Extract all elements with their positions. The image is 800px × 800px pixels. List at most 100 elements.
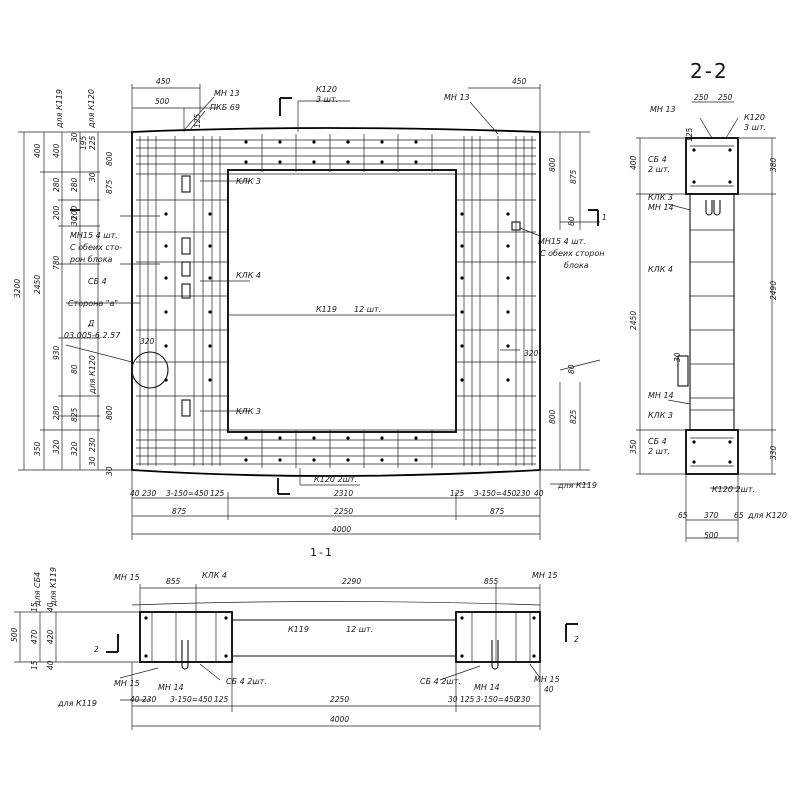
dim-320-b: 320 xyxy=(70,441,79,456)
label-mn15-4sht-right: МН15 4 шт. xyxy=(538,237,586,246)
s22-dim-100: 30 xyxy=(673,352,682,362)
cut-marker-2 xyxy=(106,623,578,653)
section-2-2 xyxy=(636,101,776,542)
dim-200-a: 200 xyxy=(52,205,61,220)
s11-dim-420: 420 xyxy=(46,629,55,644)
dim-top-125: 125 xyxy=(193,113,202,128)
section-1-1-left-block xyxy=(139,611,233,663)
section-2-2-bottom-block xyxy=(685,429,739,475)
s11-label-cut-2-right: 2 xyxy=(574,635,579,644)
dim-bottom-3150-right: 3-150=450 xyxy=(474,489,517,498)
s11-dim-40-b: 40 xyxy=(544,685,554,694)
label-dlya-k119-vertical: для К119 xyxy=(55,89,64,129)
dim-875-right: 875 xyxy=(569,169,578,184)
bar-dots xyxy=(164,140,510,462)
s11-label-mn15-bottom-right: МН 15 xyxy=(534,675,560,684)
s22-dim-2490: 2490 xyxy=(769,281,778,300)
s11-label-dlya-k119-vert: для К119 xyxy=(49,567,58,607)
dim-350-a: 350 xyxy=(33,441,42,456)
dim-bottom-230-right: 230 xyxy=(516,489,531,498)
s22-dim-125: 125 xyxy=(685,127,694,142)
label-detail-ref: 03.005-6.2.57 xyxy=(64,331,121,340)
label-klk3-bottom: КЛК 3 xyxy=(236,407,261,416)
s22-dim-380: 380 xyxy=(769,157,778,172)
dim-bottom-125-right: 125 xyxy=(450,489,465,498)
top-dimension-lines xyxy=(131,84,541,132)
s22-label-2sht-bottom: 2 шт. xyxy=(648,447,670,456)
s22-label-mn13: МН 13 xyxy=(650,105,676,114)
s11-dim-230-b: 230 xyxy=(516,695,531,704)
s11-label-mn15-top-right: МН 15 xyxy=(532,571,558,580)
s22-label-dlya-k120: для К120 xyxy=(747,511,787,520)
s11-dim-15-bottom: 15 xyxy=(30,660,39,670)
dim-400-b: 400 xyxy=(52,143,61,158)
dim-280-c: 280 xyxy=(52,405,61,420)
label-k119-main: К119 xyxy=(316,305,337,314)
s11-dim-4000: 4000 xyxy=(330,715,349,724)
leader-lines xyxy=(65,96,601,486)
s11-dim-40-a: 40 xyxy=(130,695,140,704)
dim-3200: 3200 xyxy=(13,279,22,298)
label-dlya-k120-vertical: для К120 xyxy=(87,89,96,129)
s11-label-klk4: КЛК 4 xyxy=(202,571,227,580)
s11-label-sb4-2sht-right: СБ 4 2шт. xyxy=(420,677,461,686)
s11-dim-500: 500 xyxy=(10,627,19,642)
dim-780: 780 xyxy=(52,255,61,270)
section-1-1-dots xyxy=(144,616,536,658)
s11-label-sb4-2sht-left: СБ 4 2шт. xyxy=(226,677,267,686)
dim-280-a: 280 xyxy=(52,177,61,192)
s22-dim-400: 400 xyxy=(629,155,638,170)
label-k120-2sht-main: К120 2шт. xyxy=(314,475,357,484)
dim-800-right: 800 xyxy=(548,157,557,172)
s11-dim-125-a: 125 xyxy=(214,695,229,704)
label-obeih-storon-right-1: С обеих сторон xyxy=(540,249,605,258)
s22-label-k120: К120 xyxy=(744,113,765,122)
s11-label-mn15-bottom-left: МН 15 xyxy=(114,679,140,688)
left-dimension-lines xyxy=(18,131,132,471)
section-1-1 xyxy=(14,584,578,730)
left-band-bars xyxy=(139,136,221,466)
dim-80-left: 80 xyxy=(70,364,79,374)
dim-bottom-875-right: 875 xyxy=(490,507,505,516)
label-k120-top: К120 xyxy=(316,85,337,94)
s11-dim-40-top: 40 xyxy=(46,602,55,612)
s11-label-k119: К119 xyxy=(288,625,309,634)
label-obeih-storon-right-2: блока xyxy=(564,261,589,270)
side-band-ties xyxy=(136,199,536,397)
dim-30-mid: 30 xyxy=(70,216,79,226)
dim-825-left: 825 xyxy=(70,407,79,422)
s11-dim-230-a: 230 xyxy=(142,695,157,704)
dim-bottom-125-left: 125 xyxy=(210,489,225,498)
label-dlya-k120-left: для К120 xyxy=(88,355,97,395)
label-mn13-right: МН 13 xyxy=(444,93,470,102)
label-3sht-top: 3 шт. xyxy=(316,95,338,104)
s22-dim-250-b: 250 xyxy=(718,93,733,102)
s22-dim-2450: 2450 xyxy=(629,311,638,330)
s11-dim-470: 470 xyxy=(30,629,39,644)
s11-label-cut-2-left: 2 xyxy=(94,645,99,654)
dim-825-right: 825 xyxy=(569,409,578,424)
cut-marker-main xyxy=(70,97,599,495)
section-1-1-dims xyxy=(14,584,541,730)
dim-80-right: 80 xyxy=(567,216,576,226)
s11-label-mn15-top-left: МН 15 xyxy=(114,573,140,582)
s22-dim-65-a: 65 xyxy=(678,511,688,520)
s11-dim-40-bottom: 40 xyxy=(46,660,55,670)
dim-bottom-3150-left: 3-150=450 xyxy=(166,489,209,498)
s22-dim-330: 330 xyxy=(769,445,778,460)
dim-280-b: 280 xyxy=(70,177,79,192)
dim-800-left: 800 xyxy=(105,151,114,166)
dim-400-a: 400 xyxy=(33,143,42,158)
dim-bottom-875-left: 875 xyxy=(172,507,187,516)
dim-875-left: 875 xyxy=(105,179,114,194)
dim-30-bottom-b: 30 xyxy=(105,466,114,476)
s11-dim-3150-b: 3-150=450 xyxy=(476,695,519,704)
s22-dim-370: 370 xyxy=(704,511,719,520)
s22-label-k120-2sht: К120 2шт. xyxy=(712,485,755,494)
dim-top-450-right: 450 xyxy=(512,77,527,86)
section-title-2-2: 2-2 xyxy=(690,59,729,83)
section-1-1-ties xyxy=(151,612,531,662)
dim-230-left: 230 xyxy=(88,437,97,452)
dim-bottom-230-left: 230 xyxy=(142,489,157,498)
